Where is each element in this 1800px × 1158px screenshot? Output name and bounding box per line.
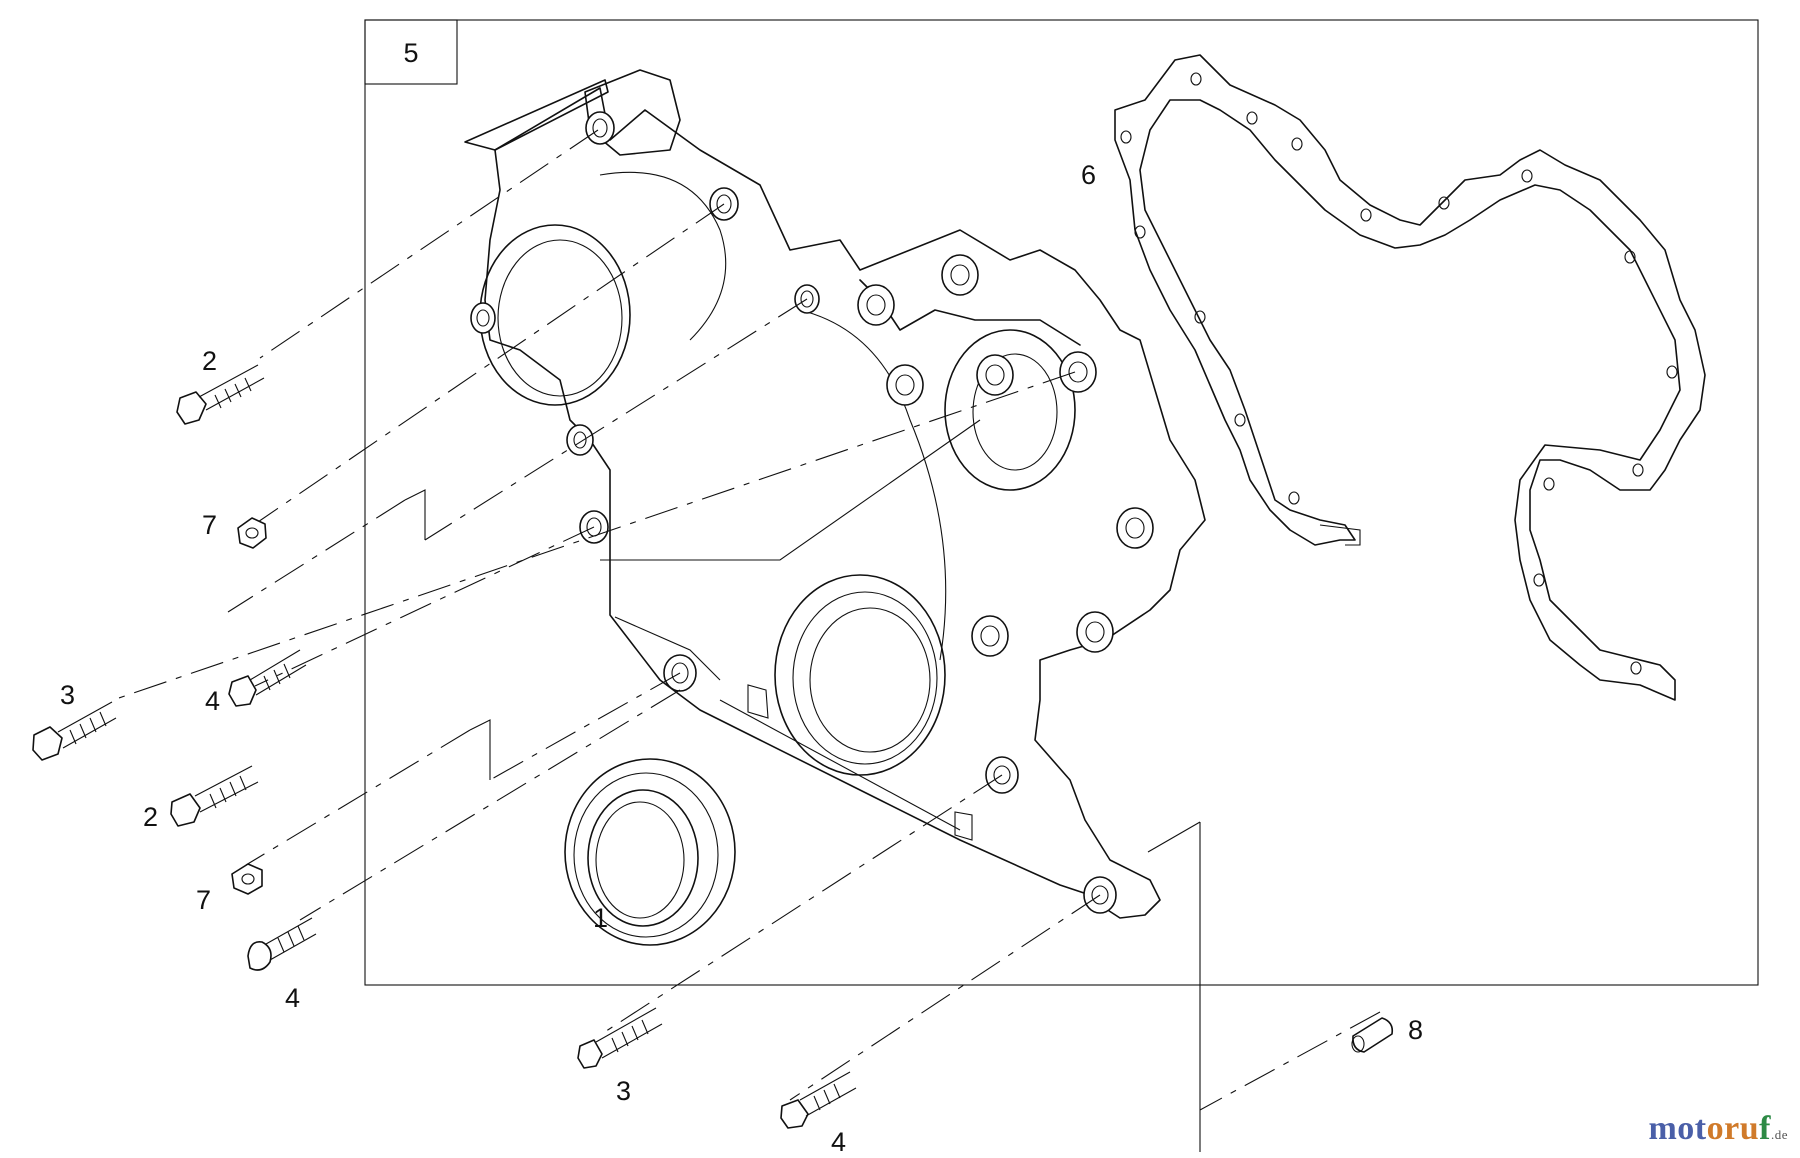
bolt-3-left [32,701,117,761]
nut-7-lower [231,863,263,895]
bolt-4-upper [228,649,307,707]
callout-7-upper: 7 [202,510,217,540]
bolt-3-bottom [577,1007,663,1069]
callout-5: 5 [403,38,418,68]
gasket-holes [1120,72,1678,675]
callout-4-upper: 4 [205,686,220,716]
callout-6: 6 [1081,160,1096,190]
motoruf-watermark-logo: motoruf.de [1648,1110,1788,1147]
bolt-2-upper [176,364,265,425]
timing-cover [464,69,1206,919]
bolt-4-bottom [780,1071,857,1129]
callout-2-lower: 2 [143,802,158,832]
cover-bolt-holes [470,111,1154,914]
bolt-4-lower-left [247,917,317,971]
callout-8: 8 [1408,1015,1423,1045]
oil-seal [564,758,736,946]
nut-7-upper [237,517,267,549]
callout-7-lower: 7 [196,885,211,915]
callout-4-lower-left: 4 [285,983,300,1013]
gasket [1114,54,1706,701]
callout-2-upper: 2 [202,346,217,376]
dowel-pin-8 [1351,1017,1394,1053]
callout-3-bottom: 3 [616,1076,631,1106]
callout-1: 1 [593,903,608,933]
callout-3-left: 3 [60,680,75,710]
assembly-frame: 5 [364,19,1759,986]
callout-4-bottom: 4 [831,1127,846,1157]
bolt-2-lower [170,765,259,827]
fasteners [32,364,1394,1129]
leader-lines [112,129,1381,1111]
callout-labels: 1 2 2 3 3 4 4 4 6 7 7 8 [60,160,1423,1157]
